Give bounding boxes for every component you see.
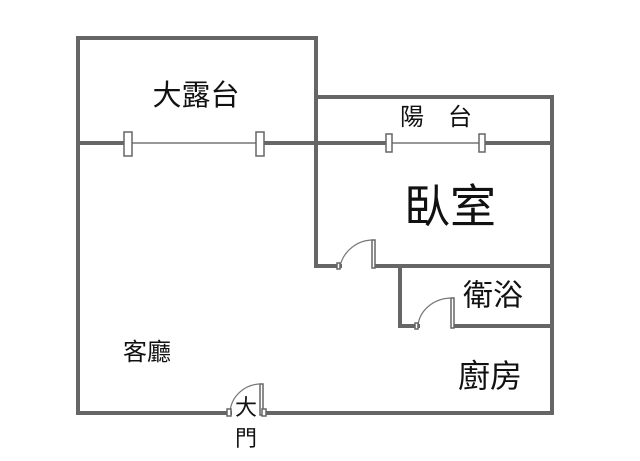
entrance-label-line2: 門: [235, 427, 257, 452]
bathroom-door[interactable]: [414, 297, 455, 330]
terrace-window: [123, 131, 265, 157]
walls: [76, 36, 554, 415]
room-label-bathroom: 衛浴: [463, 279, 523, 314]
main-door[interactable]: [226, 383, 267, 417]
bedroom-door[interactable]: [336, 239, 376, 270]
balcony-window: [385, 133, 486, 153]
room-label-bedroom: 臥室: [404, 180, 496, 234]
room-label-living-room: 客廳: [123, 338, 171, 366]
entrance-label-line1: 大: [235, 396, 257, 421]
room-label-terrace: 大露台: [152, 78, 239, 112]
room-label-kitchen: 廚房: [458, 357, 522, 395]
room-label-balcony: 陽 台: [400, 103, 472, 131]
